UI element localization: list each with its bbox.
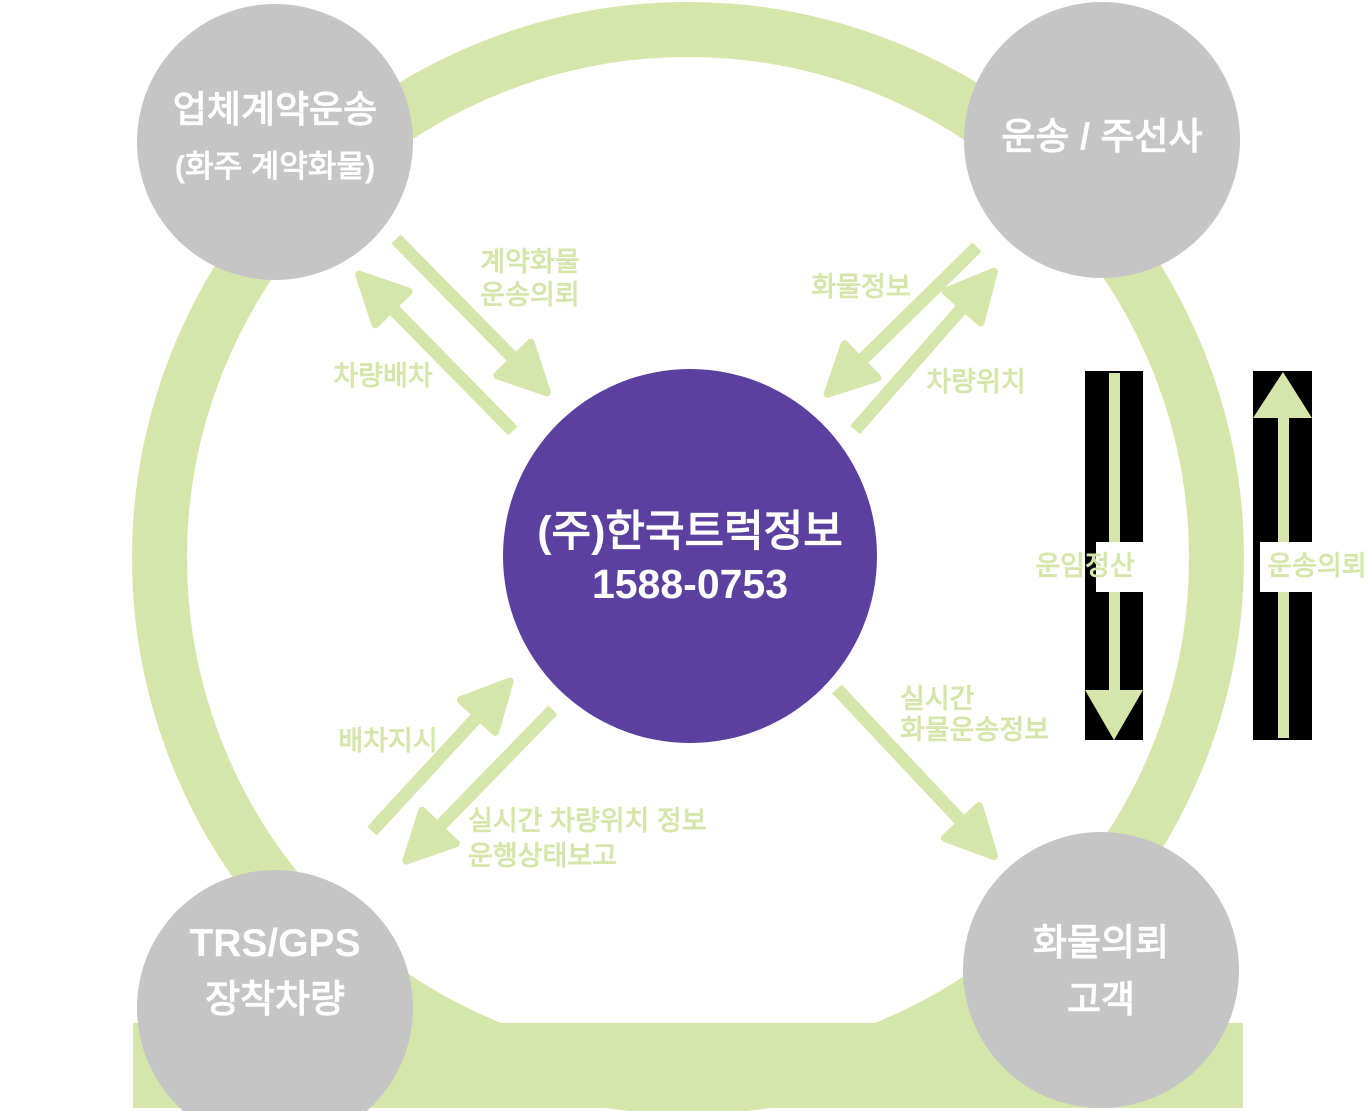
arrow-vehicle-report-to-truck <box>402 705 558 865</box>
fare-settlement-label-band <box>1096 542 1148 592</box>
transport-request-bar <box>1253 371 1313 740</box>
label-vehicle-dispatch: 차량배차 <box>333 361 433 391</box>
arrow-cargo-info-to-center <box>823 242 982 398</box>
node-cargo-customer: 화물의뢰 고객 <box>963 832 1239 1108</box>
arrow-vehicle-dispatch-to-shipper <box>355 270 518 436</box>
node-contract-shipper-title: 업체계약운송 <box>172 89 378 130</box>
label-fare-settlement: 운임정산 <box>1035 551 1135 581</box>
label-realtime-vehicle-report-line1: 실시간 차량위치 정보 <box>468 806 707 836</box>
node-carrier-broker-title: 운송 / 주선사 <box>1001 116 1203 157</box>
label-realtime-cargo-info: 실시간 화물운송정보 <box>900 684 1049 746</box>
label-dispatch-order: 배차지시 <box>338 726 438 756</box>
transport-request-label-band <box>1260 542 1313 592</box>
company-name: (주)한국트럭정보 <box>537 508 843 556</box>
fare-settlement-bar <box>1085 371 1148 740</box>
node-contract-shipper: 업체계약운송 (화주 계약화물) <box>137 4 413 280</box>
node-cargo-customer-subtitle: 고객 <box>1066 979 1136 1020</box>
label-realtime-vehicle-report: 실시간 차량위치 정보 운행상태보고 <box>468 804 707 874</box>
label-contract-cargo-line1: 계약화물 <box>480 247 580 277</box>
node-trs-gps-vehicle: TRS/GPS 장착차량 <box>137 870 413 1111</box>
transport-request-arrowhead-up <box>1253 372 1312 418</box>
arrow-contract-cargo-to-center <box>391 234 551 397</box>
node-trs-gps-subtitle: 장착차량 <box>205 979 345 1021</box>
company-phone: 1588-0753 <box>591 561 789 607</box>
label-contract-cargo-request: 계약화물 운송의뢰 <box>480 246 579 312</box>
label-transport-request: 운송의뢰 <box>1267 551 1367 581</box>
label-vehicle-location: 차량위치 <box>926 367 1026 397</box>
arrow-dispatch-order-to-center <box>367 677 514 836</box>
label-realtime-cargo-info-line1: 실시간 <box>900 684 975 714</box>
arrow-vehicle-location-to-carrier <box>850 267 998 435</box>
fare-settlement-arrowhead-down <box>1085 690 1143 740</box>
node-center-company: (주)한국트럭정보 1588-0753 <box>503 369 877 743</box>
arrow-realtime-cargo-to-customer <box>832 684 999 861</box>
node-carrier-broker: 운송 / 주선사 <box>964 2 1240 278</box>
node-trs-gps-title: TRS/GPS <box>189 922 361 965</box>
label-realtime-vehicle-report-line2: 운행상태보고 <box>468 841 618 871</box>
label-contract-cargo-line2: 운송의뢰 <box>480 280 580 310</box>
label-realtime-cargo-info-line2: 화물운송정보 <box>900 715 1050 745</box>
node-cargo-customer-title: 화물의뢰 <box>1032 922 1170 963</box>
node-contract-shipper-subtitle: (화주 계약화물) <box>174 149 376 184</box>
label-cargo-info: 화물정보 <box>811 272 911 302</box>
fare-settlement-arrow-shaft <box>1109 373 1120 690</box>
